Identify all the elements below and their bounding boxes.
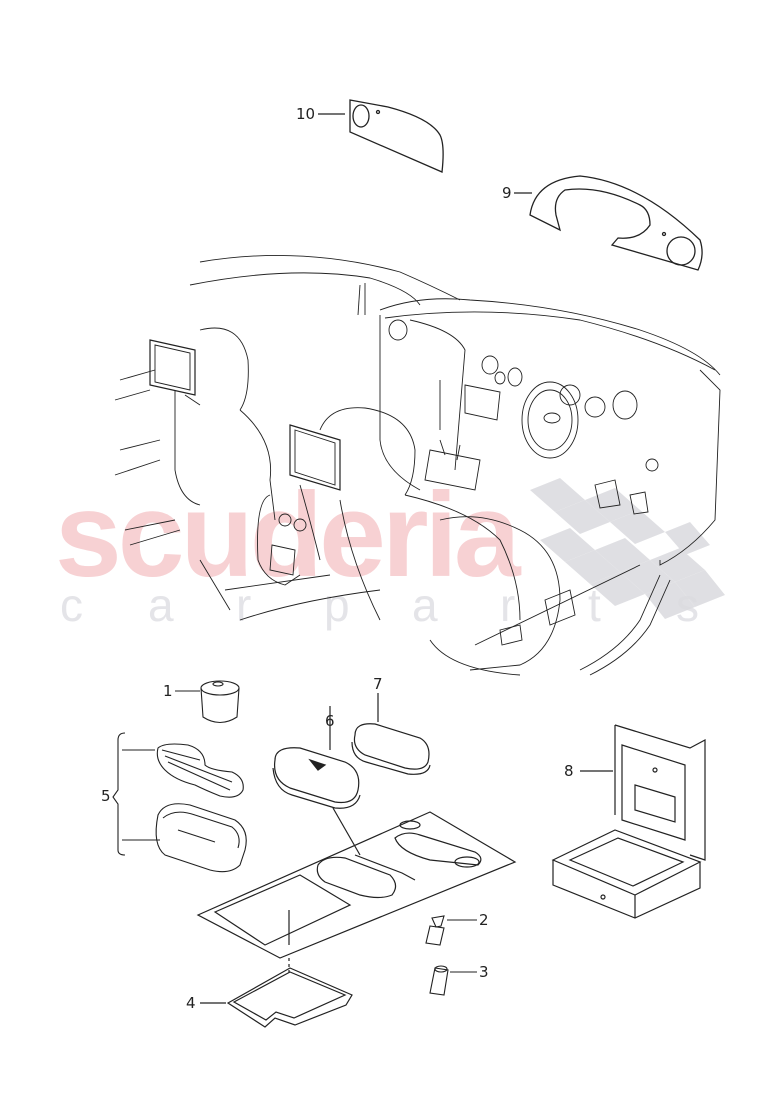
watermark-sub: carparts (60, 579, 699, 631)
callout-2[interactable]: 2 (479, 911, 489, 929)
callout-3[interactable]: 3 (479, 963, 489, 981)
part-1-cup-insert (175, 680, 240, 724)
part-8-storage-box (551, 724, 706, 919)
part-5-cup-holder (112, 732, 247, 873)
center-console-panel (196, 811, 517, 975)
callout-8[interactable]: 8 (564, 762, 574, 780)
part-9-dash-trim (514, 175, 703, 271)
callout-6[interactable]: 6 (325, 712, 335, 730)
callout-5[interactable]: 5 (101, 787, 111, 805)
part-4-storage-mat (200, 967, 353, 1028)
callout-10[interactable]: 10 (296, 105, 316, 123)
part-10-side-trim (318, 99, 444, 173)
part-3-socket-plug (429, 965, 477, 996)
part-7-cover-cap (351, 693, 431, 775)
callout-7[interactable]: 7 (373, 675, 383, 693)
car-interior-illustration (114, 254, 721, 676)
callout-9[interactable]: 9 (502, 184, 512, 202)
part-6-cover-emblem (272, 706, 361, 856)
watermark-brand: scuderia (55, 468, 521, 602)
callout-1[interactable]: 1 (163, 682, 173, 700)
callout-4[interactable]: 4 (186, 994, 196, 1012)
part-2-usb-socket (425, 915, 477, 946)
checker-watermark (530, 478, 725, 619)
